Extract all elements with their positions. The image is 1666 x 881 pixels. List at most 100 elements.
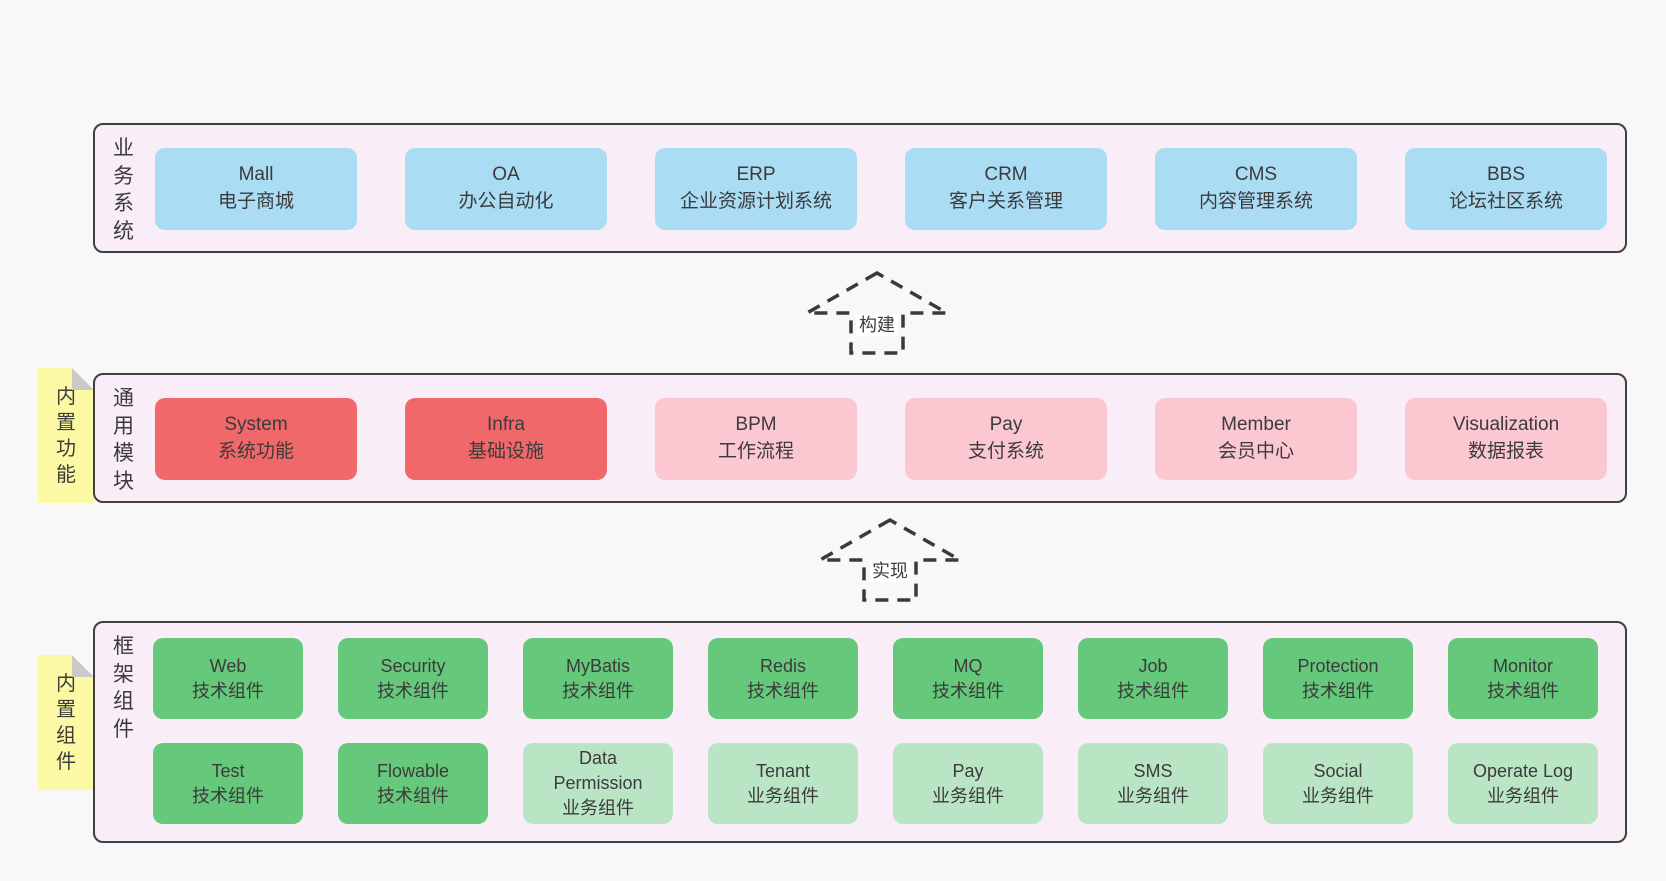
box-title: Job xyxy=(1138,655,1168,676)
box-title: CRM xyxy=(984,164,1028,186)
box-subtitle: 内容管理系统 xyxy=(1198,191,1313,212)
box-member: Member 会员中心 xyxy=(1155,398,1357,480)
arrow-implement xyxy=(818,518,962,602)
box-flowable: Flowable 技术组件 xyxy=(338,743,488,824)
sticky-note-text: 内置组件 xyxy=(56,672,76,773)
box-title: MyBatis xyxy=(565,655,630,676)
box-subtitle: 业务组件 xyxy=(1302,785,1374,806)
arrow-implement-label: 实现 xyxy=(818,557,962,583)
layer-framework-components-label: 框架组件 xyxy=(113,635,134,742)
box-subtitle: 技术组件 xyxy=(192,785,264,806)
arrow-build-label: 构建 xyxy=(805,311,949,337)
box-test: Test 技术组件 xyxy=(153,743,303,824)
box-bbs: BBS 论坛社区系统 xyxy=(1405,148,1607,230)
box-title: BBS xyxy=(1486,164,1526,186)
box-oa: OA 办公自动化 xyxy=(405,148,607,230)
box-title: Tenant xyxy=(755,760,811,781)
box-subtitle: 会员中心 xyxy=(1217,441,1294,462)
box-subtitle: 技术组件 xyxy=(192,680,264,701)
box-visualization: Visualization 数据报表 xyxy=(1405,398,1607,480)
folded-corner-icon xyxy=(72,368,94,390)
box-operate-log: Operate Log 业务组件 xyxy=(1448,743,1598,824)
box-subtitle: 电子商城 xyxy=(217,191,294,212)
box-mq: MQ 技术组件 xyxy=(893,638,1043,719)
box-web: Web 技术组件 xyxy=(153,638,303,719)
box-crm: CRM 客户关系管理 xyxy=(905,148,1107,230)
box-subtitle: 业务组件 xyxy=(747,785,819,806)
box-subtitle: 办公自动化 xyxy=(458,191,554,212)
layer-common-modules: 通用模块 System 系统功能 Infra 基础设施 BPM 工作流程 Pay… xyxy=(93,373,1627,503)
box-erp: ERP 企业资源计划系统 xyxy=(655,148,857,230)
framework-components-row-2: Test 技术组件 Flowable 技术组件 Data Permission … xyxy=(153,743,1598,824)
box-title: SMS xyxy=(1133,760,1173,781)
box-subtitle: 技术组件 xyxy=(377,680,449,701)
box-title: Data Permission xyxy=(553,748,643,794)
box-subtitle: 客户关系管理 xyxy=(948,191,1063,212)
box-subtitle: 论坛社区系统 xyxy=(1448,191,1563,212)
box-subtitle: 工作流程 xyxy=(717,441,794,462)
box-subtitle: 企业资源计划系统 xyxy=(679,191,832,212)
box-title: MQ xyxy=(953,655,983,676)
box-title: Infra xyxy=(486,414,526,436)
box-title: Flowable xyxy=(376,760,450,781)
box-title: Member xyxy=(1221,414,1291,436)
box-title: Pay xyxy=(989,414,1023,436)
box-social: Social 业务组件 xyxy=(1263,743,1413,824)
box-title: Redis xyxy=(759,655,807,676)
box-subtitle: 技术组件 xyxy=(562,680,634,701)
box-title: Social xyxy=(1313,760,1363,781)
box-protection: Protection 技术组件 xyxy=(1263,638,1413,719)
layer-common-modules-label: 通用模块 xyxy=(113,387,134,494)
box-subtitle: 系统功能 xyxy=(217,441,294,462)
box-title: CMS xyxy=(1234,164,1278,186)
box-mall: Mall 电子商城 xyxy=(155,148,357,230)
box-subtitle: 技术组件 xyxy=(1302,680,1374,701)
box-title: Pay xyxy=(952,760,984,781)
box-cms: CMS 内容管理系统 xyxy=(1155,148,1357,230)
box-infra: Infra 基础设施 xyxy=(405,398,607,480)
sticky-note-built-in-components: 内置组件 xyxy=(38,655,94,790)
box-title: System xyxy=(224,414,288,436)
box-title: Test xyxy=(211,760,245,781)
box-tenant: Tenant 业务组件 xyxy=(708,743,858,824)
box-title: Monitor xyxy=(1492,655,1554,676)
box-title: Web xyxy=(209,655,247,676)
layer-framework-components: 框架组件 Web 技术组件 Security 技术组件 MyBatis 技术组件… xyxy=(93,621,1627,843)
box-subtitle: 支付系统 xyxy=(967,441,1044,462)
box-mybatis: MyBatis 技术组件 xyxy=(523,638,673,719)
box-subtitle: 技术组件 xyxy=(377,785,449,806)
box-subtitle: 技术组件 xyxy=(747,680,819,701)
box-title: Operate Log xyxy=(1472,760,1574,781)
box-subtitle: 技术组件 xyxy=(1117,680,1189,701)
box-subtitle: 业务组件 xyxy=(1117,785,1189,806)
box-subtitle: 业务组件 xyxy=(932,785,1004,806)
sticky-note-built-in-features: 内置功能 xyxy=(38,368,94,503)
box-redis: Redis 技术组件 xyxy=(708,638,858,719)
box-job: Job 技术组件 xyxy=(1078,638,1228,719)
layer-business-systems-label: 业务系统 xyxy=(113,137,134,244)
common-modules-row: System 系统功能 Infra 基础设施 BPM 工作流程 Pay 支付系统… xyxy=(155,398,1607,480)
layer-business-systems: 业务系统 Mall 电子商城 OA 办公自动化 ERP 企业资源计划系统 CRM… xyxy=(93,123,1627,253)
box-subtitle: 业务组件 xyxy=(562,797,634,818)
sticky-note-text: 内置功能 xyxy=(56,385,76,486)
box-title: Protection xyxy=(1297,655,1379,676)
box-pay-component: Pay 业务组件 xyxy=(893,743,1043,824)
box-title: Mall xyxy=(238,164,274,186)
business-systems-row: Mall 电子商城 OA 办公自动化 ERP 企业资源计划系统 CRM 客户关系… xyxy=(155,148,1607,230)
arrow-up-dashed-icon xyxy=(818,518,962,602)
box-title: Visualization xyxy=(1452,414,1560,436)
box-title: ERP xyxy=(736,164,776,186)
box-pay-module: Pay 支付系统 xyxy=(905,398,1107,480)
box-subtitle: 技术组件 xyxy=(1487,680,1559,701)
box-subtitle: 数据报表 xyxy=(1467,441,1544,462)
arrow-build xyxy=(805,271,949,355)
box-subtitle: 业务组件 xyxy=(1487,785,1559,806)
box-system: System 系统功能 xyxy=(155,398,357,480)
box-title: BPM xyxy=(735,414,777,436)
box-title: Security xyxy=(380,655,446,676)
framework-components-row-1: Web 技术组件 Security 技术组件 MyBatis 技术组件 Redi… xyxy=(153,638,1598,719)
box-data-permission: Data Permission 业务组件 xyxy=(523,743,673,824)
folded-corner-icon xyxy=(72,655,94,677)
box-subtitle: 基础设施 xyxy=(467,441,544,462)
